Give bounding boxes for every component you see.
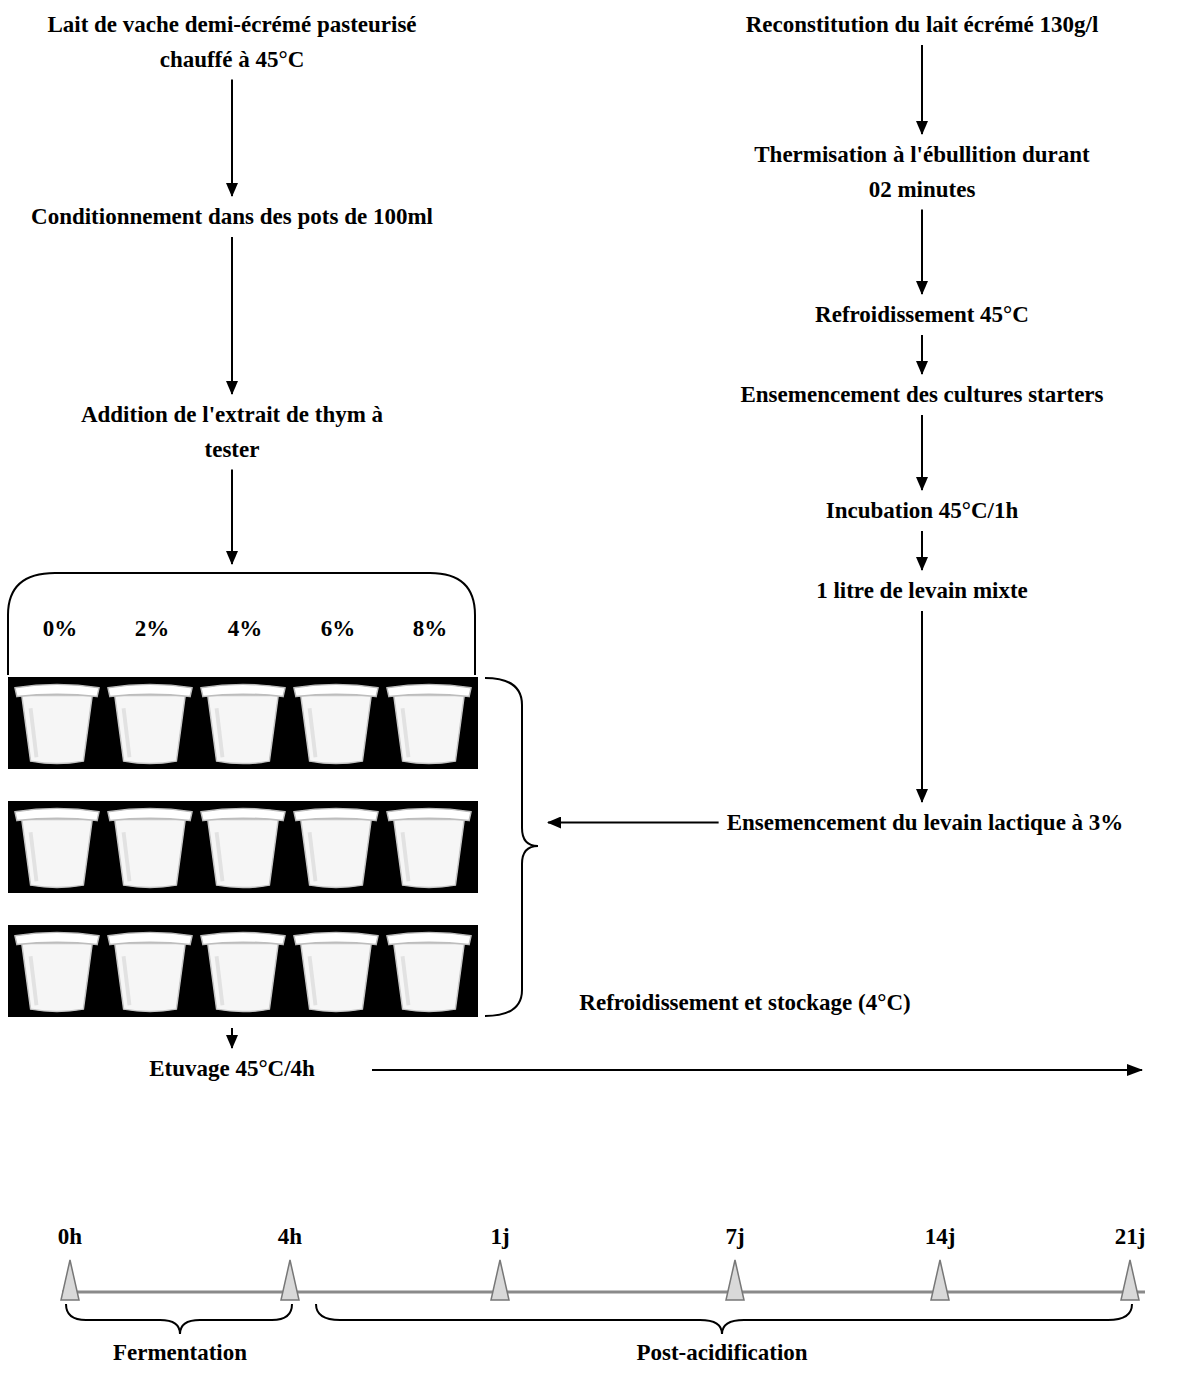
phase-label: Post-acidification [636, 1338, 807, 1368]
step-text: 1 litre de levain mixte [722, 574, 1122, 609]
step-text: Ensemencement des cultures starters [712, 378, 1132, 413]
percent-label: 8% [413, 612, 448, 647]
fermentation-brace [66, 1304, 292, 1334]
step-label: Ensemencement des cultures starters [712, 378, 1132, 413]
step-label: Conditionnement dans des pots de 100ml [22, 200, 442, 235]
flow-arrow [231, 1028, 233, 1048]
time-label: 7j [725, 1222, 744, 1252]
flow-arrow [231, 80, 233, 197]
step-text: Incubation 45°C/1h [722, 494, 1122, 529]
step-label: Lait de vache demi-écrémé pasteurisé cha… [32, 8, 432, 77]
post-acidification-brace [316, 1304, 1132, 1334]
step-text: Etuvage 45°C/4h [87, 1052, 377, 1087]
step-text: Reconstitution du lait écrémé 130g/l [732, 8, 1112, 43]
flow-arrow [921, 531, 923, 570]
percent-label: 0% [43, 612, 78, 647]
flow-arrow [231, 470, 233, 565]
step-label: Addition de l'extrait de thym à tester [51, 398, 413, 467]
timeline-ticks [61, 1260, 1139, 1300]
step-text: Conditionnement dans des pots de 100ml [22, 200, 442, 235]
pot-group: 0% 2% 4% 6% 8% [8, 572, 540, 1020]
flow-arrow [921, 335, 923, 374]
time-label: 14j [925, 1222, 956, 1252]
flow-arrow [921, 210, 923, 295]
step-text: Ensemencement du levain lactique à 3% [711, 806, 1139, 841]
step-text: Thermisation à l'ébullition durant 02 mi… [742, 138, 1102, 207]
step-text: Refroidissement 45°C [722, 298, 1122, 333]
time-label: 1j [490, 1222, 509, 1252]
step-label: Thermisation à l'ébullition durant 02 mi… [742, 138, 1102, 207]
percent-label: 4% [228, 612, 263, 647]
flow-arrow [921, 415, 923, 490]
flow-arrow [921, 611, 923, 802]
step-text: Addition de l'extrait de thym à tester [51, 398, 413, 467]
step-label: 1 litre de levain mixte [722, 574, 1122, 609]
pot-rows [8, 677, 478, 1017]
phase-label: Fermentation [113, 1338, 247, 1368]
percent-label: 2% [135, 612, 170, 647]
top-brace [8, 573, 475, 675]
storage-label: Refroidissement et stockage (4°C) [579, 988, 910, 1018]
percent-label: 6% [321, 612, 356, 647]
flow-arrow [548, 822, 719, 824]
right-bracket [485, 678, 538, 1016]
time-label: 0h [58, 1222, 82, 1252]
time-label: 21j [1115, 1222, 1146, 1252]
step-label: Incubation 45°C/1h [722, 494, 1122, 529]
step-label: Etuvage 45°C/4h [87, 1052, 377, 1087]
step-label: Refroidissement 45°C [722, 298, 1122, 333]
step-label: Ensemencement du levain lactique à 3% [711, 806, 1139, 841]
step-text: Lait de vache demi-écrémé pasteurisé cha… [32, 8, 432, 77]
step-label: Reconstitution du lait écrémé 130g/l [732, 8, 1112, 43]
time-label: 4h [278, 1222, 302, 1252]
timeline [62, 1291, 1145, 1294]
flow-arrow [921, 45, 923, 134]
storage-arrow [372, 1069, 1142, 1071]
flow-arrow [231, 237, 233, 394]
